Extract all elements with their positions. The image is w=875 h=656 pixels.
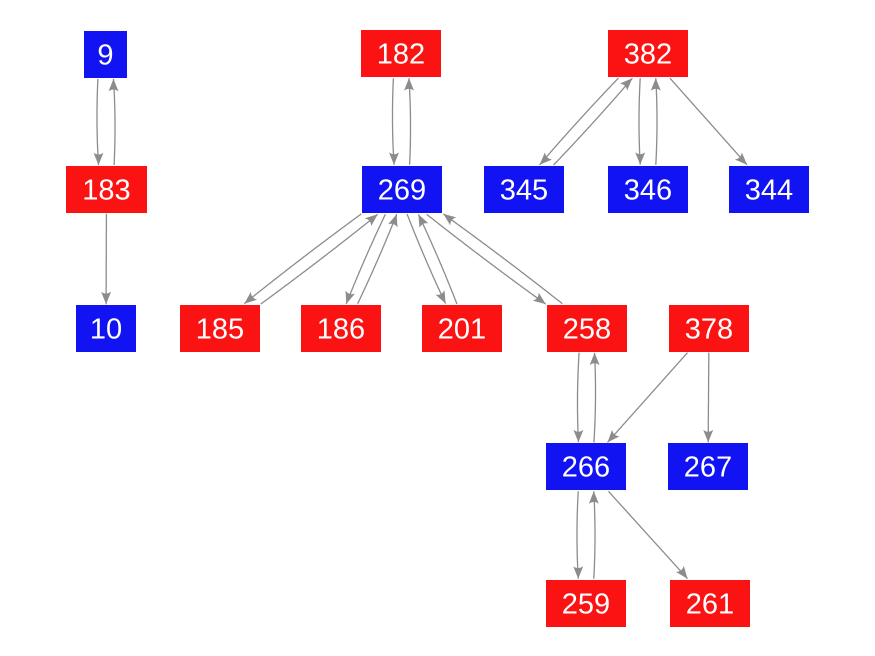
- node-box: [608, 166, 688, 213]
- node-label: 9: [97, 40, 113, 72]
- node-266[interactable]: 266: [546, 443, 626, 490]
- edge-266-259: [573, 491, 584, 579]
- edge-258-266: [573, 352, 584, 443]
- node-201[interactable]: 201: [422, 305, 502, 352]
- node-label: 183: [82, 175, 130, 207]
- node-label: 269: [378, 175, 426, 207]
- node-label: 201: [438, 314, 486, 346]
- edge-346-382: [650, 78, 661, 165]
- edge-382-345: [539, 77, 619, 166]
- node-label: 267: [684, 452, 732, 484]
- node-258[interactable]: 258: [547, 305, 627, 352]
- edge-269-201: [406, 213, 447, 304]
- edge-259-266: [588, 491, 599, 579]
- node-label: 185: [196, 314, 244, 346]
- node-10[interactable]: 10: [76, 305, 136, 352]
- node-label: 261: [686, 589, 734, 621]
- edge-185-269: [260, 213, 379, 305]
- edge-182-269: [389, 78, 399, 165]
- edge-382-346: [635, 78, 646, 165]
- node-183[interactable]: 183: [66, 166, 147, 213]
- node-box: [301, 305, 381, 352]
- node-label: 382: [624, 39, 672, 71]
- edge-266-258: [589, 352, 600, 443]
- node-box: [546, 443, 626, 490]
- node-box: [361, 30, 441, 77]
- node-box: [180, 305, 260, 352]
- node-box: [669, 305, 749, 352]
- edge-9-183: [93, 79, 104, 166]
- node-layer: 9 183 10 182 269 382 345 346 344 185 186 201 258 378 2…: [66, 30, 809, 627]
- node-label: 346: [624, 175, 672, 207]
- node-345[interactable]: 345: [484, 166, 564, 213]
- edge-269-258: [426, 213, 547, 305]
- node-box: [422, 305, 502, 352]
- node-label: 378: [685, 314, 733, 346]
- node-378[interactable]: 378: [669, 305, 749, 352]
- node-185[interactable]: 185: [180, 305, 260, 352]
- node-box: [76, 305, 136, 352]
- edge-258-269: [442, 213, 563, 305]
- edge-378-267: [703, 352, 714, 443]
- edge-269-186: [345, 214, 386, 305]
- node-label: 186: [317, 314, 365, 346]
- node-261[interactable]: 261: [670, 580, 750, 627]
- node-label: 344: [745, 175, 793, 207]
- node-box: [84, 31, 127, 78]
- node-box: [484, 166, 564, 213]
- node-label: 182: [377, 39, 425, 71]
- edge-345-382: [553, 77, 633, 166]
- node-label: 266: [562, 452, 610, 484]
- node-box: [547, 305, 627, 352]
- node-box: [66, 166, 147, 213]
- edge-269-185: [243, 213, 362, 305]
- edge-201-269: [417, 214, 458, 305]
- edge-269-182: [404, 78, 414, 165]
- node-9[interactable]: 9: [84, 31, 127, 78]
- node-box: [668, 443, 748, 490]
- node-label: 10: [90, 314, 122, 346]
- node-382[interactable]: 382: [608, 30, 688, 77]
- edge-layer: [93, 77, 748, 580]
- node-box: [729, 166, 809, 213]
- node-label: 258: [563, 314, 611, 346]
- node-346[interactable]: 346: [608, 166, 688, 213]
- node-label: 259: [562, 589, 610, 621]
- edge-183-9: [108, 78, 119, 165]
- node-label: 345: [500, 175, 548, 207]
- node-269[interactable]: 269: [362, 166, 442, 213]
- node-box: [362, 166, 442, 213]
- node-182[interactable]: 182: [361, 30, 441, 77]
- node-box: [546, 580, 626, 627]
- edge-382-344: [669, 77, 748, 166]
- edge-266-261: [608, 490, 689, 580]
- node-box: [670, 580, 750, 627]
- node-259[interactable]: 259: [546, 580, 626, 627]
- edge-186-269: [357, 213, 398, 304]
- node-344[interactable]: 344: [729, 166, 809, 213]
- node-267[interactable]: 267: [668, 443, 748, 490]
- node-186[interactable]: 186: [301, 305, 381, 352]
- node-box: [608, 30, 688, 77]
- edge-378-266: [607, 352, 688, 443]
